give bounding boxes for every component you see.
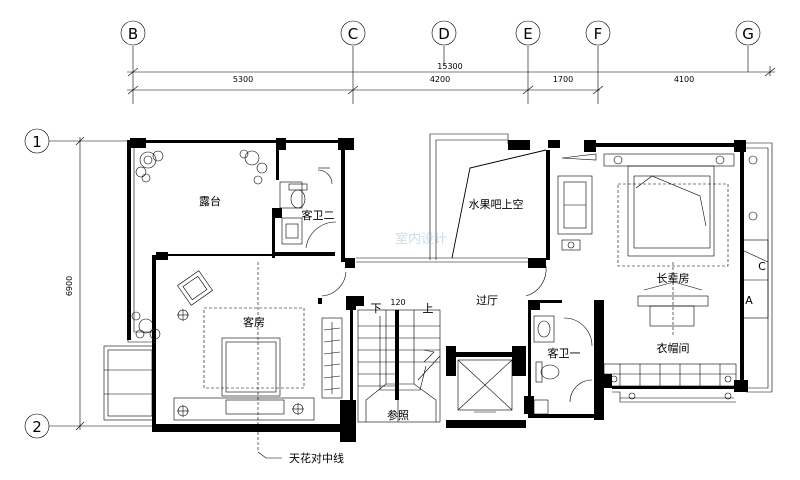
svg-text:F: F [594,25,603,43]
lamp-icon [748,155,758,221]
ceiling-centerline: 天花对中线 [257,262,344,465]
lamp-icon [177,309,189,321]
fruit-bar-void: 水果吧上空 [451,149,547,259]
dim-segment-3: 1700 [553,75,573,84]
svg-text:D: D [438,25,450,43]
svg-text:A: A [745,294,753,307]
guest-room: 客房 [173,262,347,465]
lamp-icon [292,403,304,415]
room-label-elder-room: 长辈房 [657,271,690,285]
room-label-guest-bath-2: 客卫二 [302,208,335,222]
watermark-logo: 室内设计 [395,231,447,247]
axis-bubble-F: F [585,20,611,46]
toilet-icon [535,361,560,383]
guest-bath-2: 客卫二 [279,167,337,249]
dim-segment-1: 5300 [233,75,253,84]
axis-bubbles-columns: B C D E F G [120,20,761,104]
plant-icon [131,311,161,340]
room-label-cloakroom: 衣帽间 [657,341,690,355]
axis-bubble-D: D [431,20,457,46]
axis-bubble-B: B [120,20,146,46]
wardrobe-icon [321,317,343,399]
dim-segment-4: 4100 [674,75,694,84]
sink-icon [281,217,303,245]
room-label-hall: 过厅 [476,294,498,307]
svg-text:C: C [758,260,766,273]
closet-cabinet: C A [741,239,769,319]
svg-text:室内设计: 室内设计 [395,231,447,247]
axis-bubbles-rows: 1 2 6900 [24,128,160,439]
staircase: 下 120 上 参照 [357,298,441,423]
guest-bath-1: 客卫一 [533,315,593,415]
axis-bubble-1: 1 [24,128,50,154]
cloakroom: 衣帽间 [603,341,737,400]
thin-walls [103,133,773,421]
room-label-guest-bath-1: 客卫一 [548,346,581,360]
stair-label-ref: 参照 [387,408,409,422]
elevator [457,359,513,413]
axis-bubble-G: G [735,20,761,46]
stair-step-dim: 120 [390,298,405,307]
stair-label-down: 下 [371,302,382,315]
armchair-icon [177,270,213,306]
elder-room: 长辈房 C A [557,153,769,336]
svg-text:2: 2 [32,418,42,436]
room-label-terrace: 露台 [199,194,221,208]
sofa-icon [557,175,593,235]
plant-icon [135,150,164,183]
lamp-icon [561,239,581,251]
desk-icon [637,281,709,327]
svg-text:G: G [742,25,754,43]
svg-text:天花对中线: 天花对中线 [289,451,344,465]
bed-icon [221,337,281,397]
room-label-guest-room: 客房 [243,315,265,329]
bed-icon [613,155,725,257]
hall: 过厅 [476,265,547,307]
axis-bubble-E: E [515,20,541,46]
stair-label-up: 上 [423,302,434,315]
dim-total: 15300 [437,62,462,71]
toilet-icon [288,183,308,209]
sink-icon [533,315,555,343]
svg-text:C: C [348,25,358,43]
axis-bubble-2: 2 [24,413,50,439]
lamp-icon [177,405,189,417]
dimension-lines-top: 15300 5300 4200 1700 4100 [127,62,776,95]
axis-bubble-C: C [340,20,366,46]
plant-icon [239,149,268,185]
svg-text:B: B [128,25,138,43]
dim-vertical: 6900 [65,276,74,296]
svg-text:E: E [523,25,532,43]
svg-text:水果吧上空: 水果吧上空 [469,197,524,211]
terrace: 露台 [131,149,268,340]
walls [127,138,748,442]
svg-text:1: 1 [32,133,42,151]
dim-segment-2: 4200 [430,75,450,84]
